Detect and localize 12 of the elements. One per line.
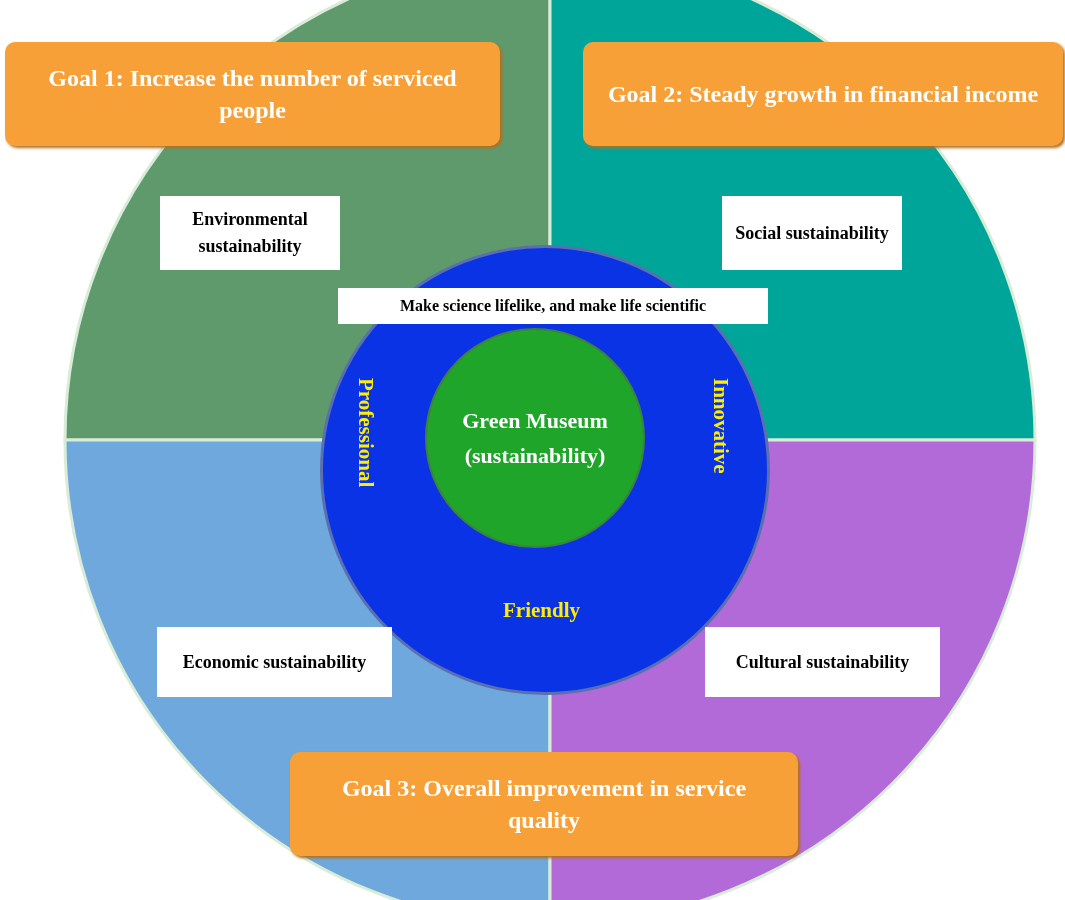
core-circle: Green Museum (sustainability)	[425, 328, 645, 548]
quadrant-label: Cultural sustainability	[705, 627, 940, 697]
quadrant-label: Environmental sustainability	[160, 196, 340, 270]
value-word: Friendly	[503, 598, 580, 623]
goal-box: Goal 1: Increase the number of serviced people	[5, 42, 500, 146]
slogan-banner: Make science lifelike, and make life scientific	[338, 288, 768, 324]
quadrant-label: Social sustainability	[722, 196, 902, 270]
goal-box: Goal 3: Overall improvement in service quality	[290, 752, 798, 856]
value-word: Professional	[353, 378, 378, 488]
value-word: Innovative	[708, 378, 733, 474]
goal-box: Goal 2: Steady growth in financial income	[583, 42, 1063, 146]
quadrant-label: Economic sustainability	[157, 627, 392, 697]
